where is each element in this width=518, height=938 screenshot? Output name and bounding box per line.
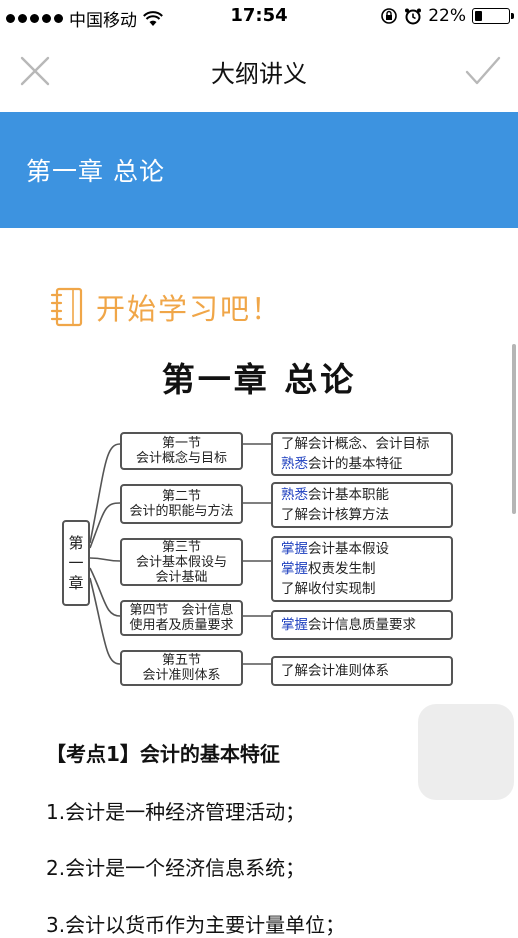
section-title-line: 第三节 bbox=[161, 539, 201, 555]
outline-root-line: 章 bbox=[68, 574, 84, 592]
orientation-lock-icon bbox=[381, 8, 398, 24]
chapter-banner-title: 第一章 总论 bbox=[26, 157, 165, 186]
outline-section-5: 第五节 会计准则体系 bbox=[120, 650, 243, 686]
section-title-line: 使用者及质量要求 bbox=[129, 618, 234, 633]
outline-targets-4: 掌握会计信息质量要求 bbox=[271, 610, 453, 640]
target-keyword: 熟悉 bbox=[281, 456, 308, 472]
battery-icon bbox=[472, 8, 514, 24]
target-item: 掌握会计信息质量要求 bbox=[281, 615, 416, 635]
target-keyword: 掌握 bbox=[281, 561, 308, 577]
outline-root-node: 第一 章 bbox=[62, 520, 90, 606]
page-title: 大纲讲义 bbox=[211, 60, 307, 88]
notebook-icon bbox=[50, 287, 83, 327]
outline-section-4: 第四节 会计信息 使用者及质量要求 bbox=[120, 600, 243, 636]
content-scrollbar[interactable] bbox=[512, 344, 516, 514]
target-item: 了解会计概念、会计目标 bbox=[281, 434, 430, 454]
target-item: 了解会计准则体系 bbox=[281, 661, 389, 681]
target-item: 熟悉会计的基本特征 bbox=[281, 454, 403, 474]
outline-section-1: 第一节 会计概念与目标 bbox=[120, 432, 243, 470]
outline-section-2: 第二节 会计的职能与方法 bbox=[120, 484, 243, 524]
floating-assistive-button[interactable] bbox=[418, 704, 514, 800]
target-text: 权责发生制 bbox=[308, 561, 376, 577]
close-icon[interactable] bbox=[18, 54, 52, 88]
outline-section-3: 第三节 会计基本假设与 会计基础 bbox=[120, 538, 243, 586]
target-keyword: 熟悉 bbox=[281, 487, 308, 503]
outline-targets-1: 了解会计概念、会计目标 熟悉会计的基本特征 bbox=[271, 432, 453, 476]
status-right: 22% bbox=[380, 6, 514, 26]
nav-bar: 大纲讲义 bbox=[0, 34, 518, 112]
target-text: 了解收付实现制 bbox=[281, 581, 376, 597]
section-title-line: 第一节 bbox=[161, 436, 201, 451]
start-learning-banner: 开始学习吧！ bbox=[48, 286, 282, 328]
signal-strength-icon bbox=[6, 14, 63, 23]
section-title-line: 会计的职能与方法 bbox=[129, 504, 234, 519]
outline-targets-5: 了解会计准则体系 bbox=[271, 656, 453, 686]
exam-point-item: 1.会计是一种经济管理活动； bbox=[46, 800, 306, 824]
outline-connectors bbox=[89, 443, 271, 665]
target-text: 了解会计准则体系 bbox=[281, 663, 389, 679]
section-title-line: 会计准则体系 bbox=[142, 668, 221, 683]
target-text: 会计基本假设 bbox=[308, 541, 389, 557]
target-text: 会计的基本特征 bbox=[308, 456, 403, 472]
exam-point-title: 【考点1】会计的基本特征 bbox=[46, 742, 280, 766]
target-item: 掌握权责发生制 bbox=[281, 559, 376, 579]
target-item: 熟悉会计基本职能 bbox=[281, 485, 389, 505]
carrier-name: 中国移动 bbox=[69, 11, 137, 31]
target-keyword: 掌握 bbox=[281, 541, 308, 557]
section-title-line: 会计基本假设与 bbox=[135, 554, 227, 570]
chapter-banner: 第一章 总论 bbox=[0, 112, 518, 228]
check-icon[interactable] bbox=[464, 54, 502, 88]
section-title-line: 第五节 bbox=[161, 653, 201, 668]
alarm-icon bbox=[405, 8, 422, 25]
section-title-line: 会计基础 bbox=[155, 569, 208, 585]
target-keyword: 掌握 bbox=[281, 617, 308, 633]
outline-targets-3: 掌握会计基本假设 掌握权责发生制 了解收付实现制 bbox=[271, 536, 453, 602]
section-title-line: 第四节 会计信息 bbox=[129, 603, 234, 618]
outline-targets-2: 熟悉会计基本职能 了解会计核算方法 bbox=[271, 482, 453, 528]
status-left: 中国移动 bbox=[6, 6, 163, 31]
target-text: 会计信息质量要求 bbox=[308, 617, 416, 633]
outline-root-line: 第一 bbox=[68, 534, 84, 572]
section-title-line: 会计概念与目标 bbox=[135, 451, 227, 466]
section-title-line: 第二节 bbox=[161, 489, 201, 504]
exam-point-item: 2.会计是一个经济信息系统； bbox=[46, 856, 306, 880]
lecture-content[interactable]: 开始学习吧！ 第一章 总论 第一 章 第一节 会计概念与目标 bbox=[0, 228, 518, 937]
wifi-icon bbox=[143, 10, 163, 26]
target-item: 掌握会计基本假设 bbox=[281, 539, 389, 559]
status-bar: 中国移动 17:54 22% bbox=[0, 0, 518, 34]
chapter-heading: 第一章 总论 bbox=[161, 360, 357, 399]
exam-point-item: 3.会计以货币作为主要计量单位； bbox=[46, 913, 346, 937]
target-text: 了解会计概念、会计目标 bbox=[281, 436, 430, 452]
target-item: 了解收付实现制 bbox=[281, 579, 376, 599]
battery-percent: 22% bbox=[428, 6, 466, 26]
chapter-outline-diagram: 第一 章 第一节 会计概念与目标 了解会计概念、会计目标 熟悉会计的基本特征 第… bbox=[0, 428, 518, 698]
target-text: 了解会计核算方法 bbox=[281, 507, 389, 523]
battery-fill bbox=[475, 11, 482, 21]
target-text: 会计基本职能 bbox=[308, 487, 389, 503]
start-learning-label: 开始学习吧！ bbox=[96, 292, 283, 326]
status-time: 17:54 bbox=[230, 5, 288, 26]
target-item: 了解会计核算方法 bbox=[281, 505, 389, 525]
